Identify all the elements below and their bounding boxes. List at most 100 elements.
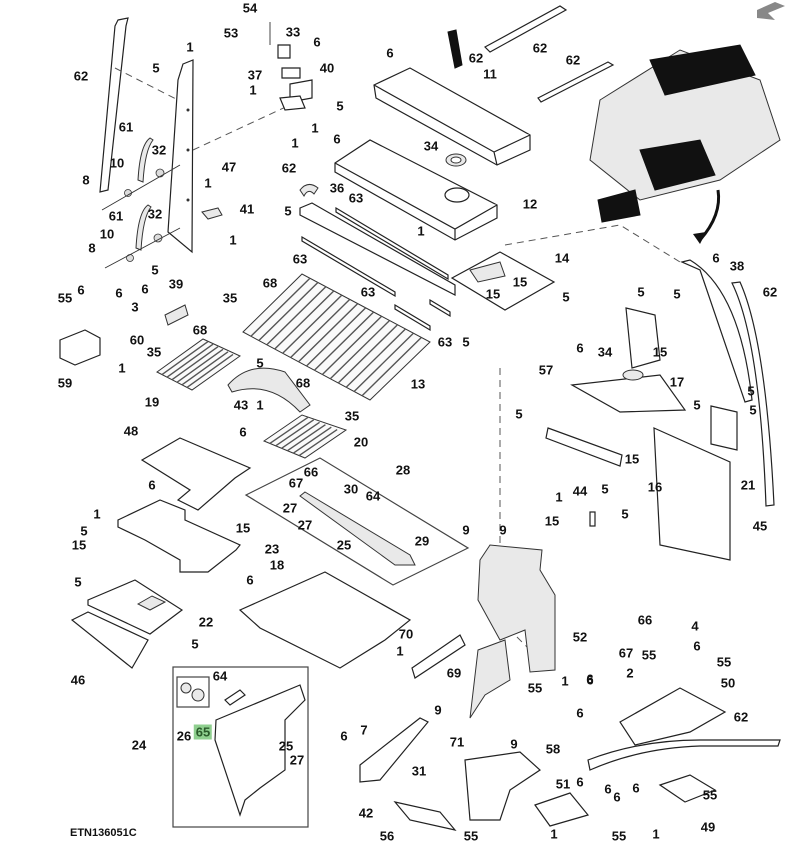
callout-1[interactable]: 1	[186, 39, 194, 55]
callout-9[interactable]: 9	[434, 702, 442, 718]
callout-9[interactable]: 9	[499, 522, 507, 538]
callout-27[interactable]: 27	[297, 517, 313, 533]
callout-6[interactable]: 6	[239, 424, 247, 440]
callout-5[interactable]: 5	[74, 574, 82, 590]
callout-1[interactable]: 1	[118, 360, 126, 376]
callout-27[interactable]: 27	[282, 500, 298, 516]
callout-32[interactable]: 32	[151, 142, 167, 158]
callout-63[interactable]: 63	[437, 334, 453, 350]
callout-5[interactable]: 5	[152, 60, 160, 76]
arrow-back-icon[interactable]	[757, 2, 785, 20]
callout-21[interactable]: 21	[740, 477, 756, 493]
callout-62[interactable]: 62	[73, 68, 89, 84]
callout-38[interactable]: 38	[729, 258, 745, 274]
callout-33[interactable]: 33	[285, 24, 301, 40]
callout-6[interactable]: 6	[604, 781, 612, 797]
callout-64[interactable]: 64	[212, 668, 228, 684]
callout-1[interactable]: 1	[396, 643, 404, 659]
callout-2[interactable]: 2	[626, 665, 634, 681]
callout-36[interactable]: 36	[329, 180, 345, 196]
callout-8[interactable]: 8	[82, 172, 90, 188]
callout-1[interactable]: 1	[561, 673, 569, 689]
callout-63[interactable]: 63	[360, 284, 376, 300]
callout-6[interactable]: 6	[712, 250, 720, 266]
callout-5[interactable]: 5	[621, 506, 629, 522]
callout-5[interactable]: 5	[191, 636, 199, 652]
callout-6[interactable]: 6	[246, 572, 254, 588]
callout-70[interactable]: 70	[398, 626, 414, 642]
callout-5[interactable]: 5	[284, 203, 292, 219]
callout-64[interactable]: 64	[365, 488, 381, 504]
callout-14[interactable]: 14	[554, 250, 570, 266]
callout-6[interactable]: 6	[313, 34, 321, 50]
callout-35[interactable]: 35	[146, 344, 162, 360]
callout-61[interactable]: 61	[118, 119, 134, 135]
callout-26[interactable]: 26	[176, 728, 192, 744]
callout-16[interactable]: 16	[647, 479, 663, 495]
callout-50[interactable]: 50	[720, 675, 736, 691]
callout-6[interactable]: 6	[576, 340, 584, 356]
callout-48[interactable]: 48	[123, 423, 139, 439]
callout-6[interactable]: 6	[115, 285, 123, 301]
callout-32[interactable]: 32	[147, 206, 163, 222]
callout-44[interactable]: 44	[572, 483, 588, 499]
callout-47[interactable]: 47	[221, 159, 237, 175]
callout-12[interactable]: 12	[522, 196, 538, 212]
callout-6[interactable]: 6	[77, 282, 85, 298]
callout-62[interactable]: 62	[532, 40, 548, 56]
callout-34[interactable]: 34	[597, 344, 613, 360]
callout-5[interactable]: 5	[749, 402, 757, 418]
callout-15[interactable]: 15	[624, 451, 640, 467]
callout-67[interactable]: 67	[288, 475, 304, 491]
callout-24[interactable]: 24	[131, 737, 147, 753]
callout-34[interactable]: 34	[423, 138, 439, 154]
callout-68[interactable]: 68	[192, 322, 208, 338]
callout-5[interactable]: 5	[637, 284, 645, 300]
callout-5[interactable]: 5	[693, 397, 701, 413]
callout-31[interactable]: 31	[411, 763, 427, 779]
callout-59[interactable]: 59	[57, 375, 73, 391]
callout-6[interactable]: 6	[693, 638, 701, 654]
callout-6[interactable]: 6	[576, 705, 584, 721]
callout-15[interactable]: 15	[544, 513, 560, 529]
callout-15[interactable]: 15	[485, 286, 501, 302]
callout-5[interactable]: 5	[151, 262, 159, 278]
callout-5[interactable]: 5	[80, 523, 88, 539]
callout-58[interactable]: 58	[545, 741, 561, 757]
callout-15[interactable]: 15	[652, 344, 668, 360]
callout-10[interactable]: 10	[109, 155, 125, 171]
callout-62[interactable]: 62	[468, 50, 484, 66]
callout-1[interactable]: 1	[204, 175, 212, 191]
callout-4[interactable]: 4	[691, 618, 699, 634]
callout-35[interactable]: 35	[344, 408, 360, 424]
callout-69[interactable]: 69	[446, 665, 462, 681]
callout-17[interactable]: 17	[669, 374, 685, 390]
callout-66[interactable]: 66	[637, 612, 653, 628]
callout-25[interactable]: 25	[278, 738, 294, 754]
callout-55[interactable]: 55	[57, 290, 73, 306]
callout-67[interactable]: 67	[618, 645, 634, 661]
callout-6[interactable]: 6	[613, 789, 621, 805]
callout-63[interactable]: 63	[292, 251, 308, 267]
callout-7[interactable]: 7	[360, 722, 368, 738]
callout-6[interactable]: 6	[586, 671, 594, 687]
callout-55[interactable]: 55	[611, 828, 627, 844]
callout-68[interactable]: 68	[295, 375, 311, 391]
callout-55[interactable]: 55	[702, 787, 718, 803]
callout-5[interactable]: 5	[256, 355, 264, 371]
callout-1[interactable]: 1	[311, 120, 319, 136]
callout-6[interactable]: 6	[576, 774, 584, 790]
callout-55[interactable]: 55	[716, 654, 732, 670]
callout-61[interactable]: 61	[108, 208, 124, 224]
callout-1[interactable]: 1	[291, 135, 299, 151]
callout-35[interactable]: 35	[222, 290, 238, 306]
callout-53[interactable]: 53	[223, 25, 239, 41]
callout-29[interactable]: 29	[414, 533, 430, 549]
callout-5[interactable]: 5	[515, 406, 523, 422]
callout-5[interactable]: 5	[673, 286, 681, 302]
callout-1[interactable]: 1	[249, 82, 257, 98]
callout-5[interactable]: 5	[462, 334, 470, 350]
callout-54[interactable]: 54	[242, 0, 258, 16]
callout-55[interactable]: 55	[527, 680, 543, 696]
callout-66[interactable]: 66	[303, 464, 319, 480]
